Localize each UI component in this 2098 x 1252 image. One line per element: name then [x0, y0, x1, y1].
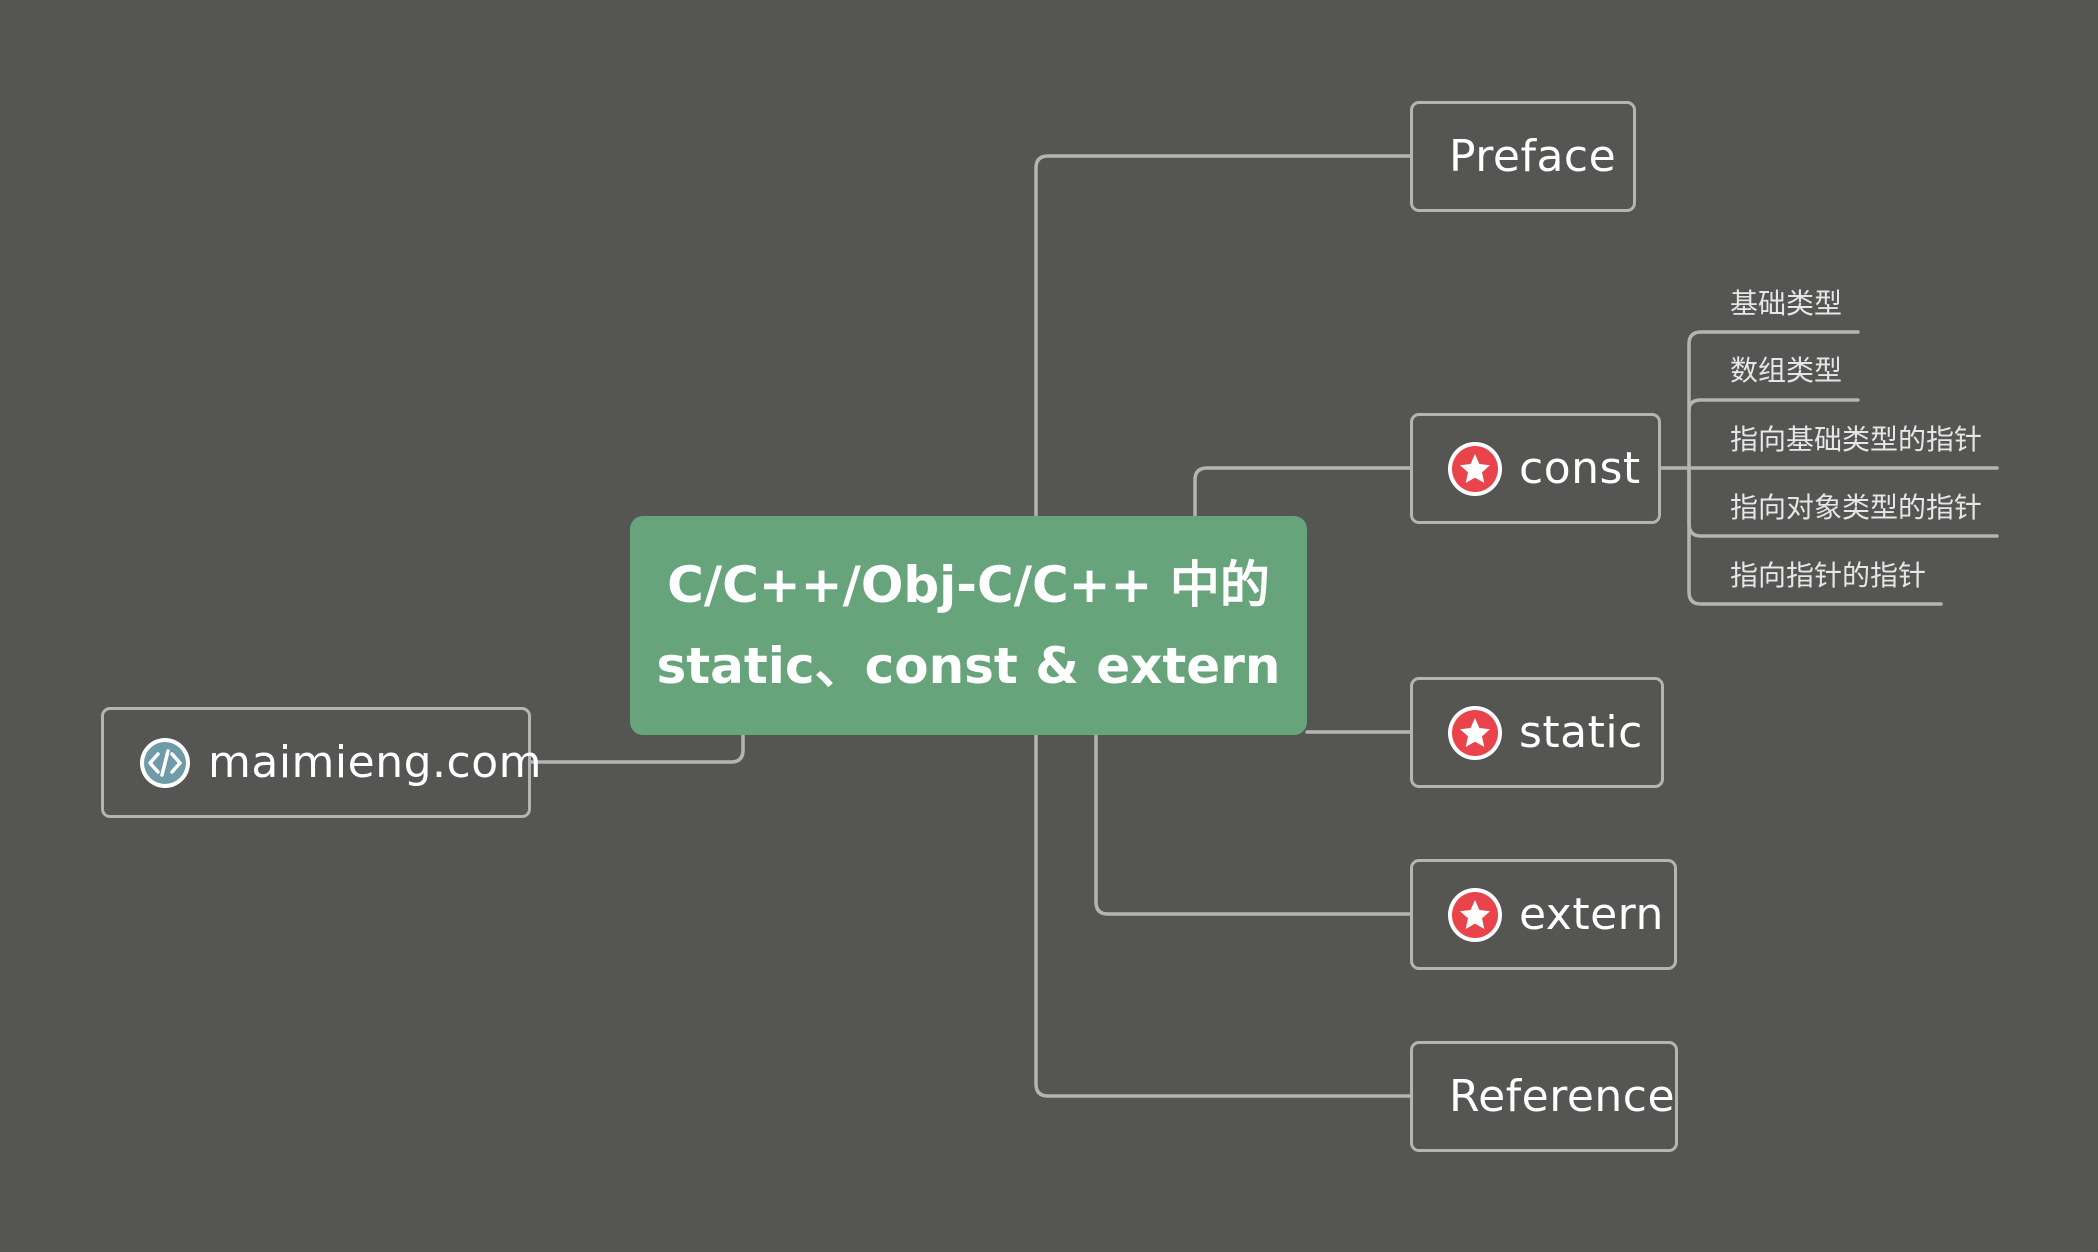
connector-leaf-2	[1687, 398, 1860, 412]
connector-extern	[1094, 733, 1412, 916]
connector-leaf-1	[1687, 330, 1860, 470]
code-icon	[140, 737, 190, 788]
branch-extern[interactable]: extern	[1410, 859, 1677, 970]
const-label: const	[1519, 443, 1641, 494]
central-title-line-2: static、const & extern	[656, 636, 1281, 695]
connector-leaf-5	[1687, 466, 1943, 606]
branch-preface[interactable]: Preface	[1410, 101, 1636, 212]
branch-reference[interactable]: Reference	[1410, 1041, 1678, 1152]
const-child-4[interactable]: 指向对象类型的指针	[1730, 491, 1983, 524]
central-topic[interactable]: C/C++/Obj-C/C++ 中的 static、const & extern	[630, 516, 1307, 735]
static-label: static	[1519, 707, 1643, 758]
extern-label: extern	[1519, 889, 1664, 940]
const-child-3[interactable]: 指向基础类型的指针	[1730, 423, 1983, 456]
const-child-2[interactable]: 数组类型	[1730, 354, 1843, 387]
const-child-5[interactable]: 指向指针的指针	[1730, 559, 1927, 592]
preface-label: Preface	[1449, 131, 1617, 182]
website-label: maimieng.com	[208, 737, 542, 788]
const-child-1[interactable]: 基础类型	[1730, 287, 1843, 320]
connector-reference	[1034, 733, 1412, 1098]
connector-website	[529, 733, 745, 764]
connector-preface	[1034, 154, 1412, 518]
central-title-line-1: C/C++/Obj-C/C++ 中的	[667, 555, 1270, 614]
website-node[interactable]: maimieng.com	[101, 707, 541, 818]
reference-label: Reference	[1449, 1071, 1676, 1122]
connector-const	[1193, 466, 1412, 518]
branch-static[interactable]: static	[1410, 677, 1664, 788]
star-icon	[1448, 887, 1502, 942]
star-icon	[1448, 705, 1502, 760]
star-icon	[1448, 441, 1502, 496]
branch-const[interactable]: const	[1410, 413, 1661, 524]
